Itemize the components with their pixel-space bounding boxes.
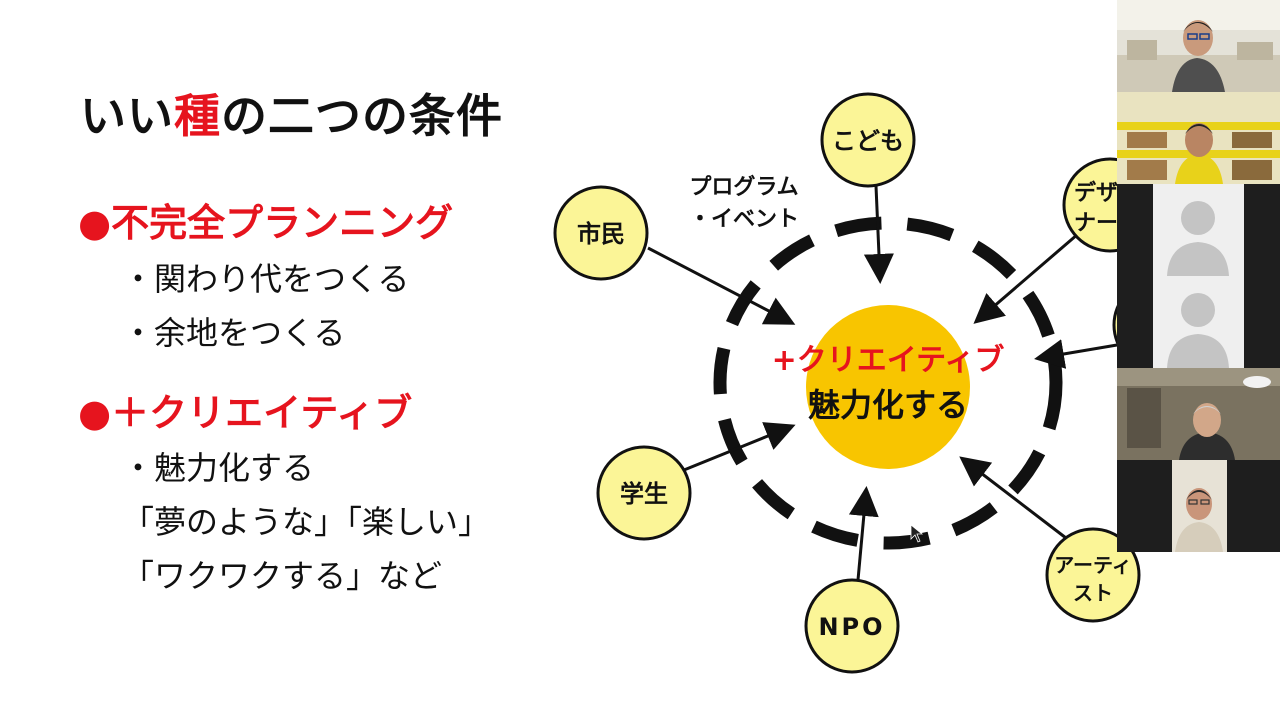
arrow-npo	[858, 492, 866, 580]
participant-video-2[interactable]	[1117, 92, 1280, 184]
person-head	[1185, 123, 1213, 157]
participant-video-5[interactable]	[1117, 368, 1280, 460]
node-kodomo: こども	[822, 94, 914, 186]
arrow-designer	[978, 234, 1078, 320]
participant-video-6[interactable]	[1117, 460, 1280, 552]
arrow-kodomo	[876, 186, 880, 278]
program-event-label-2: ・イベント	[689, 207, 799, 232]
user-placeholder-icon	[1117, 184, 1280, 276]
program-event-label-1: プログラム	[689, 174, 798, 200]
svg-text:デザ: デザ	[1074, 180, 1118, 206]
person-head	[1193, 403, 1221, 437]
center-label-miryokuka: 魅力化する	[808, 386, 968, 424]
video-gallery-strip	[1117, 0, 1280, 552]
participant-avatar-1[interactable]	[1117, 184, 1280, 276]
svg-text:学生: 学生	[620, 480, 668, 508]
user-placeholder-icon	[1117, 276, 1280, 368]
node-gakusei: 学生	[598, 447, 690, 539]
arrow-shimin	[648, 248, 790, 322]
svg-text:こども: こども	[832, 127, 904, 155]
svg-text:市民: 市民	[577, 220, 625, 248]
center-label-creative: +クリエイティブ	[772, 343, 1005, 378]
node-npo: NPO	[806, 580, 898, 672]
participant-avatar-2[interactable]	[1117, 276, 1280, 368]
arrow-right-node	[1040, 345, 1117, 358]
node-shimin: 市民	[555, 187, 647, 279]
svg-text:ナー: ナー	[1074, 211, 1118, 236]
svg-text:NPO: NPO	[818, 613, 885, 641]
arrow-artist	[964, 460, 1066, 538]
svg-text:スト: スト	[1073, 581, 1113, 605]
svg-text:アーティ: アーティ	[1054, 553, 1132, 577]
participant-video-1[interactable]	[1117, 0, 1280, 92]
